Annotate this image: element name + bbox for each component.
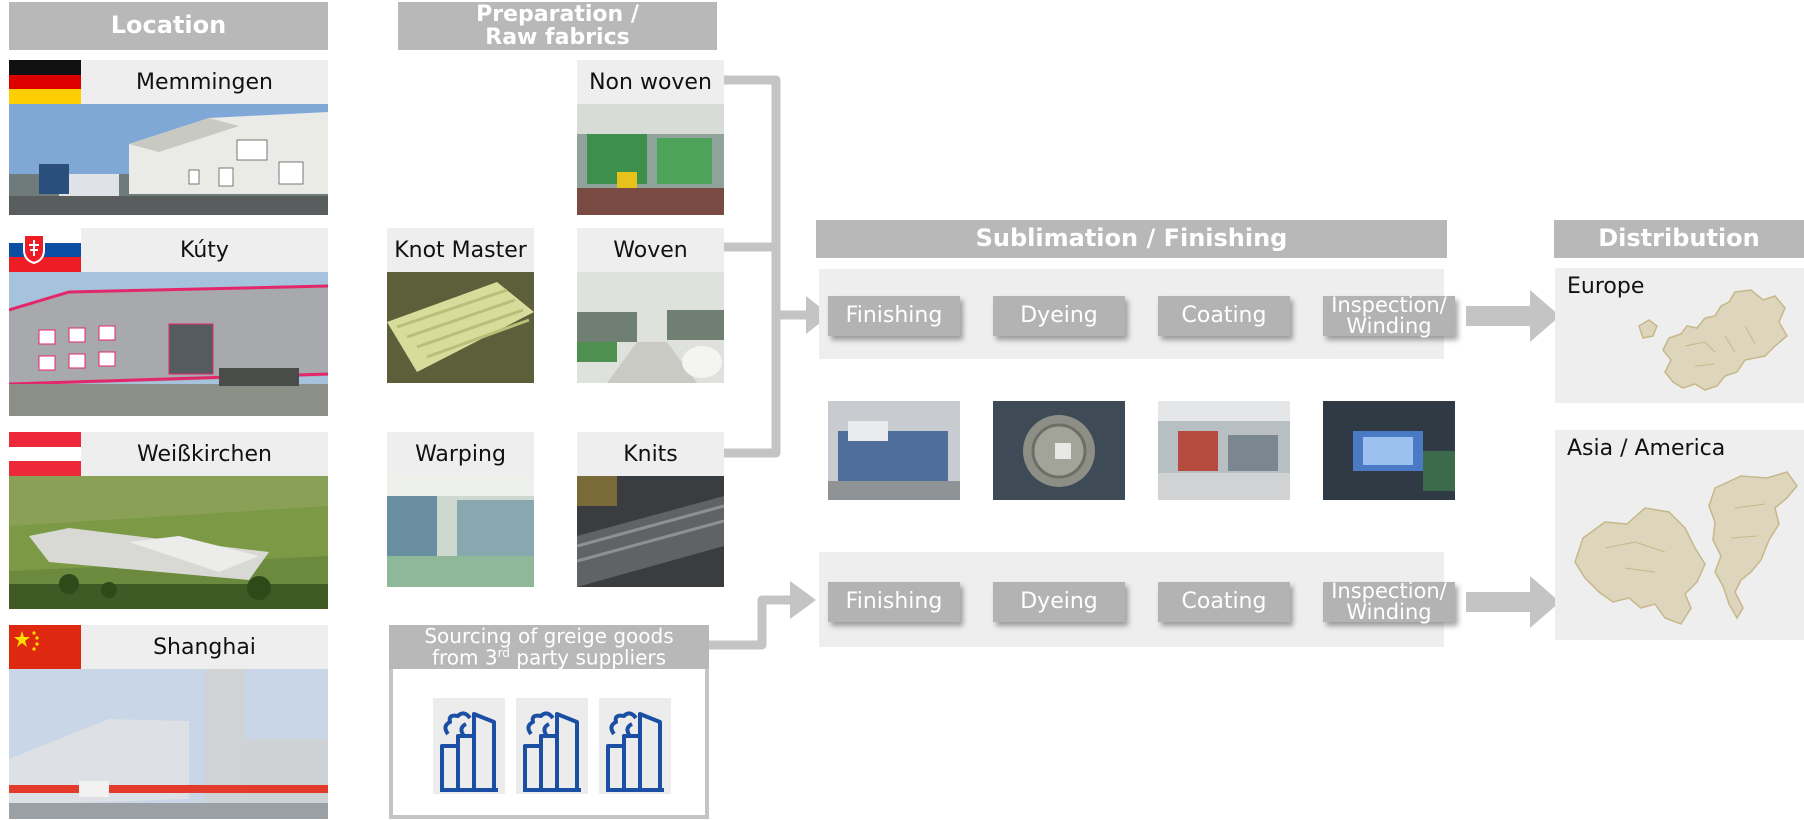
china-flag-icon <box>9 625 81 669</box>
asia-america-map-icon <box>1574 471 1798 625</box>
sublimation-header: Sublimation / Finishing <box>816 220 1447 258</box>
distribution-region-europe: Europe <box>1555 268 1804 403</box>
supplier-factory-icon <box>516 698 588 794</box>
warping-label: Warping <box>387 432 534 476</box>
austria-flag-icon <box>9 432 81 476</box>
arrowhead-top-row <box>806 296 830 334</box>
preparation-header: Preparation / Raw fabrics <box>398 2 717 50</box>
finishing-step: Finishing <box>828 582 960 622</box>
slovakia-flag-icon <box>9 228 81 272</box>
weisskirchen-factory-photo <box>9 476 328 609</box>
woven-label: Woven <box>577 228 724 272</box>
dyeing-step: Dyeing <box>993 296 1125 336</box>
location-label-kuty: Kúty <box>81 228 328 272</box>
sourcing-connector <box>703 595 797 650</box>
coating-step: Coating <box>1158 296 1290 336</box>
location-label-weisskirchen: Weißkirchen <box>81 432 328 476</box>
germany-flag-icon <box>9 60 81 104</box>
coating-line-photo <box>1158 401 1290 500</box>
inspection-winding-step: Inspection/ Winding <box>1323 295 1455 337</box>
europe-map-icon <box>1638 289 1788 391</box>
knits-label: Knits <box>577 432 724 476</box>
coating-step: Coating <box>1158 582 1290 622</box>
inspection-station-photo <box>1323 401 1455 500</box>
arrow-to-asia-america <box>1466 576 1560 628</box>
knits-machine-photo <box>577 476 724 587</box>
knot-master-label: Knot Master <box>387 228 534 272</box>
inspection-winding-step: Inspection/ Winding <box>1323 581 1455 623</box>
europe-label: Europe <box>1567 274 1645 299</box>
location-label-memmingen: Memmingen <box>81 60 328 104</box>
location-header-text: Location <box>110 11 227 40</box>
finishing-machine-photo <box>828 401 960 500</box>
finishing-step: Finishing <box>828 296 960 336</box>
memmingen-factory-photo <box>9 104 328 215</box>
sourcing-header: Sourcing of greige goods from 3rd party … <box>389 625 709 669</box>
non-woven-label: Non woven <box>577 60 724 104</box>
supplier-factory-icon <box>433 698 505 794</box>
shanghai-factory-photo <box>9 669 328 819</box>
dyeing-vessel-photo <box>993 401 1125 500</box>
raw-fabrics-bracket <box>719 75 781 458</box>
arrow-to-europe <box>1466 290 1560 342</box>
dyeing-step: Dyeing <box>993 582 1125 622</box>
knot-master-photo <box>387 272 534 383</box>
woven-looms-photo <box>577 272 724 383</box>
location-label-shanghai: Shanghai <box>81 625 328 669</box>
asia-america-label: Asia / America <box>1567 436 1726 461</box>
arrowhead-bottom-row <box>790 581 816 619</box>
location-header: Location <box>9 2 328 50</box>
warping-photo <box>387 476 534 587</box>
distribution-region-asia-america: Asia / America <box>1555 430 1804 640</box>
supplier-factory-icon <box>599 698 671 794</box>
distribution-header: Distribution <box>1554 220 1804 258</box>
non-woven-machine-photo <box>577 104 724 215</box>
kuty-factory-photo <box>9 272 328 416</box>
sourcing-line2: from 3rd party suppliers <box>431 645 667 670</box>
